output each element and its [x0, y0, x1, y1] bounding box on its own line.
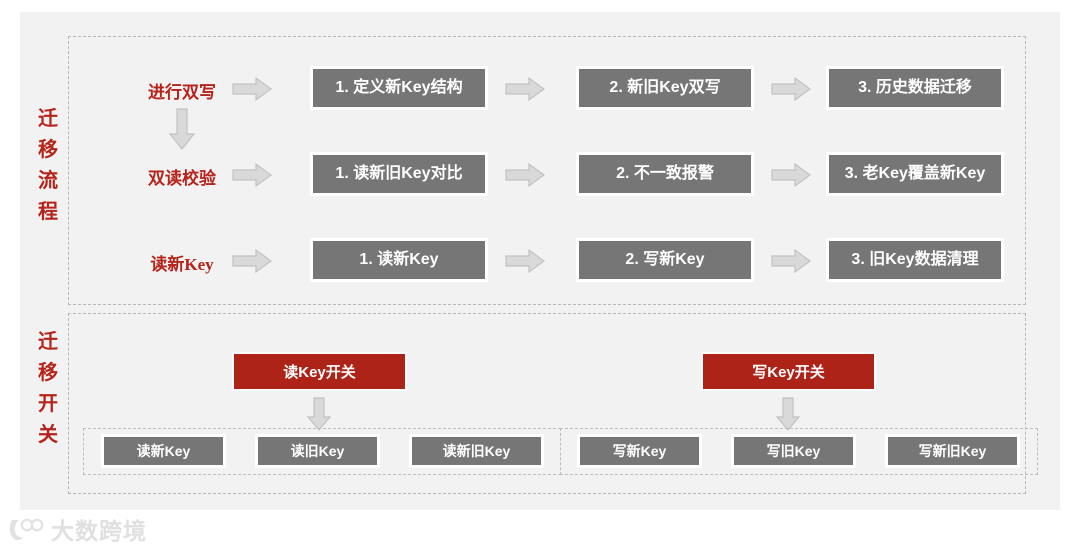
arrow-right-icon: [232, 248, 272, 274]
flow-title-char-3: 流: [38, 170, 58, 192]
switch-title-char-2: 移: [38, 362, 58, 384]
write-key-option[interactable]: 写新旧Key: [885, 434, 1020, 468]
read-key-option[interactable]: 读新Key: [101, 434, 226, 468]
brand-logo-icon: [8, 516, 44, 542]
arrow-right-icon: [771, 76, 811, 102]
arrow-down-icon: [775, 397, 801, 431]
arrow-right-icon: [505, 76, 545, 102]
flow-step-box[interactable]: 3. 老Key覆盖新Key: [826, 152, 1004, 196]
flow-title-char-1: 迁: [38, 108, 58, 130]
flow-step-box[interactable]: 3. 历史数据迁移: [826, 66, 1004, 110]
arrow-right-icon: [771, 162, 811, 188]
watermark: 大数跨境: [8, 512, 147, 546]
read-key-option[interactable]: 读新旧Key: [409, 434, 544, 468]
switch-title-char-3: 开: [38, 393, 58, 415]
flow-row-label-1: 进行双写: [148, 83, 216, 102]
flow-step-box[interactable]: 2. 不一致报警: [576, 152, 754, 196]
watermark-text: 大数跨境: [51, 519, 147, 544]
switch-title-char-4: 关: [38, 424, 58, 446]
flow-step-box[interactable]: 1. 读新旧Key对比: [310, 152, 488, 196]
flow-title-char-4: 程: [38, 201, 58, 223]
read-key-option[interactable]: 读旧Key: [255, 434, 380, 468]
arrow-right-icon: [505, 248, 545, 274]
flow-title-char-2: 移: [38, 139, 58, 161]
migration-flow-section: [68, 36, 1026, 305]
flow-step-box[interactable]: 3. 旧Key数据清理: [826, 238, 1004, 282]
flow-step-box[interactable]: 1. 读新Key: [310, 238, 488, 282]
arrow-right-icon: [505, 162, 545, 188]
arrow-right-icon: [232, 162, 272, 188]
arrow-down-icon: [168, 108, 196, 150]
arrow-down-icon: [306, 397, 332, 431]
flow-row-label-3: 读新Key: [150, 255, 214, 274]
migration-flow-title: 迁 移 流 程: [26, 104, 70, 228]
read-key-switch-button[interactable]: 读Key开关: [232, 352, 407, 391]
flow-step-box[interactable]: 1. 定义新Key结构: [310, 66, 488, 110]
write-key-switch-button[interactable]: 写Key开关: [701, 352, 876, 391]
switch-title-char-1: 迁: [38, 331, 58, 353]
write-key-option[interactable]: 写旧Key: [731, 434, 856, 468]
arrow-right-icon: [771, 248, 811, 274]
flow-step-box[interactable]: 2. 写新Key: [576, 238, 754, 282]
flow-row-label-2: 双读校验: [148, 169, 216, 188]
write-key-option[interactable]: 写新Key: [577, 434, 702, 468]
write-key-options-group: [560, 428, 1038, 475]
arrow-right-icon: [232, 76, 272, 102]
migration-switch-section: [68, 313, 1026, 494]
migration-switch-title: 迁 移 开 关: [26, 327, 70, 451]
flow-step-box[interactable]: 2. 新旧Key双写: [576, 66, 754, 110]
